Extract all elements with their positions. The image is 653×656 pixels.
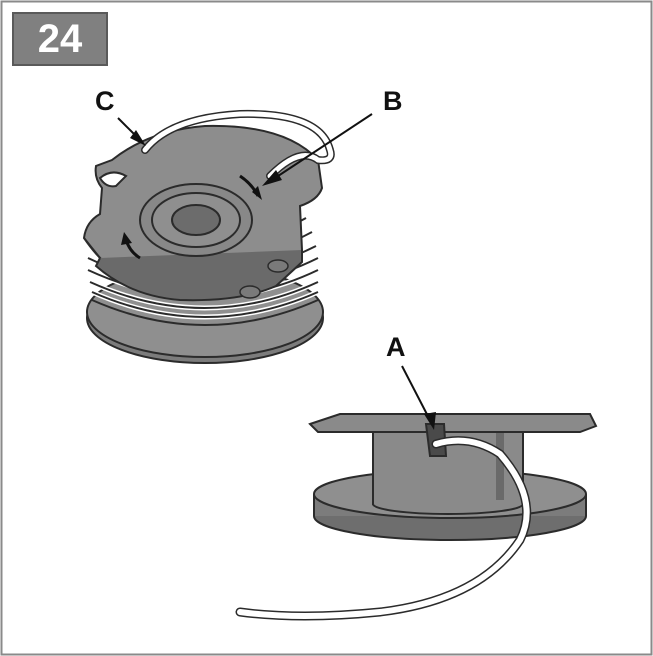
- notch-c: [98, 171, 128, 188]
- bare-spool: [235, 365, 598, 621]
- pointer-b-arrow: [262, 170, 282, 186]
- hub-center: [171, 204, 221, 236]
- callout-a-label: A: [386, 332, 406, 362]
- pointer-c-arrow: [130, 130, 146, 146]
- callout-b-label: B: [383, 86, 403, 116]
- step-badge: 24: [12, 12, 108, 66]
- wound-spool: [82, 109, 373, 364]
- top-plate: [308, 413, 598, 433]
- callout-c-label: C: [95, 86, 115, 116]
- pointer-a-arrow: [424, 412, 436, 430]
- step-number: 24: [37, 16, 83, 61]
- inserted-line: [237, 437, 530, 619]
- trimmer-line: [142, 111, 334, 179]
